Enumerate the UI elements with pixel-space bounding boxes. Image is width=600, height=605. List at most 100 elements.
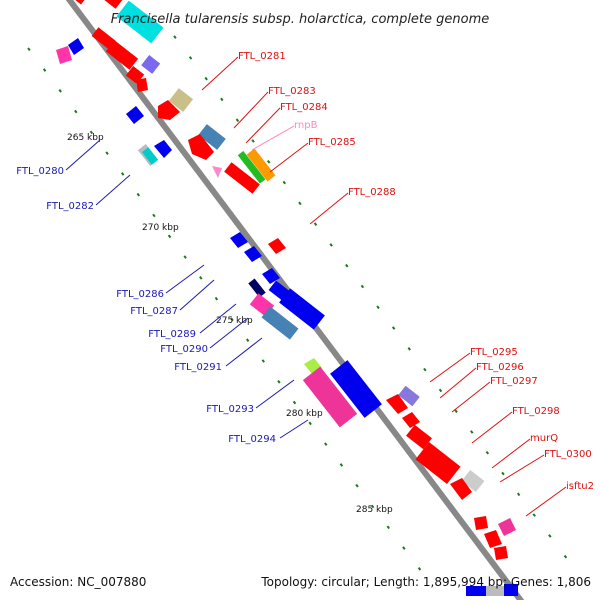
track-tick: [402, 546, 406, 550]
features: [56, 0, 518, 596]
track-tick: [324, 442, 328, 446]
gene-block[interactable]: [302, 366, 358, 428]
track-tick: [370, 504, 375, 509]
gene-block[interactable]: [105, 40, 139, 70]
track-tick: [214, 296, 219, 301]
gene-label[interactable]: FTL_0291: [174, 362, 222, 373]
track-tick: [230, 317, 234, 322]
track-tick: [167, 234, 172, 239]
gene-block[interactable]: [415, 442, 461, 484]
track-tick: [313, 222, 318, 226]
gene-label[interactable]: FTL_0297: [490, 376, 538, 387]
track-tick: [74, 109, 78, 114]
track-tick: [136, 192, 141, 197]
forward-leaders: [201, 56, 567, 517]
track-tick: [329, 243, 333, 247]
track-tick: [391, 326, 396, 330]
gene-label[interactable]: FTL_0290: [160, 344, 208, 355]
kbp-label: 265 kbp: [67, 133, 104, 143]
track-tick: [173, 35, 177, 39]
gene-label[interactable]: FTL_0294: [228, 434, 276, 445]
gene-block[interactable]: [406, 424, 432, 450]
track-tick: [355, 483, 359, 488]
track-tick: [220, 97, 224, 102]
kbp-label: 285 kbp: [356, 505, 393, 515]
gene-arrow[interactable]: [158, 100, 180, 120]
gene-block[interactable]: [504, 584, 518, 596]
track-tick: [563, 554, 568, 559]
gene-block[interactable]: [261, 306, 299, 340]
gene-arrow[interactable]: [244, 246, 262, 262]
track-tick: [376, 305, 380, 310]
gene-block[interactable]: [141, 147, 159, 165]
gene-label[interactable]: FTL_0298: [512, 406, 560, 417]
gene-label[interactable]: FTL_0280: [16, 166, 64, 177]
track-tick: [345, 263, 349, 268]
gene-arrow[interactable]: [450, 478, 472, 500]
kbp-label: 275 kbp: [216, 316, 253, 326]
gene-label[interactable]: isftu2: [566, 481, 594, 492]
gene-arrow[interactable]: [402, 412, 420, 428]
gene-label[interactable]: FTL_0289: [148, 329, 196, 340]
gene-arrow[interactable]: [154, 140, 172, 158]
gene-arrow[interactable]: [68, 38, 84, 55]
rna-block[interactable]: [212, 166, 222, 178]
gene-arrow[interactable]: [494, 546, 508, 560]
gene-label[interactable]: FTL_0287: [130, 306, 178, 317]
gene-block[interactable]: [56, 46, 72, 64]
map-title: Francisella tularensis subsp. holarctica…: [111, 12, 490, 27]
gene-block[interactable]: [168, 88, 194, 112]
gene-block[interactable]: [237, 150, 266, 184]
gene-label[interactable]: FTL_0285: [308, 137, 356, 148]
gene-block[interactable]: [224, 162, 260, 194]
gene-block[interactable]: [116, 0, 164, 44]
gene-block[interactable]: [91, 27, 116, 50]
gene-arrow[interactable]: [262, 268, 280, 284]
track-tick: [470, 430, 474, 434]
gene-block[interactable]: [498, 518, 516, 536]
gene-label[interactable]: FTL_0283: [268, 86, 316, 97]
gene-label[interactable]: FTL_0293: [206, 404, 254, 415]
track-tick: [152, 213, 156, 218]
gene-block[interactable]: [141, 54, 161, 74]
track-tick: [417, 567, 422, 571]
gene-arrow[interactable]: [268, 238, 286, 254]
track-tick: [298, 201, 302, 206]
track-tick: [423, 367, 427, 372]
gene-block[interactable]: [486, 586, 504, 596]
track-tick: [188, 56, 193, 60]
gene-label[interactable]: FTL_0295: [470, 347, 518, 358]
gene-label[interactable]: FTL_0286: [116, 289, 164, 300]
gene-label[interactable]: FTL_0282: [46, 201, 94, 212]
gene-arrow[interactable]: [188, 134, 214, 160]
gene-block[interactable]: [246, 148, 276, 182]
gene-block[interactable]: [198, 124, 226, 150]
gene-block[interactable]: [248, 278, 266, 298]
gene-arrow[interactable]: [126, 106, 144, 124]
gene-label[interactable]: FTL_0288: [348, 187, 396, 198]
gene-block[interactable]: [330, 360, 382, 418]
gene-arrow[interactable]: [474, 516, 488, 530]
gene-arrow[interactable]: [386, 394, 408, 414]
gene-label[interactable]: FTL_0284: [280, 102, 328, 113]
track-tick: [89, 130, 94, 135]
gene-label-rna[interactable]: rnpB: [294, 120, 318, 131]
gene-label[interactable]: FTL_0300: [544, 449, 592, 460]
gene-label[interactable]: FTL_0281: [238, 51, 286, 62]
reverse-gene-labels: FTL_0280 FTL_0282 FTL_0286 FTL_0287 FTL_…: [16, 166, 276, 445]
track-tick: [292, 400, 297, 405]
gene-arrow[interactable]: [484, 530, 502, 548]
gene-block[interactable]: [398, 385, 420, 407]
gene-block[interactable]: [279, 288, 325, 330]
track-tick: [120, 172, 125, 176]
gene-block[interactable]: [466, 586, 486, 596]
track-tick: [282, 180, 286, 185]
track-tick: [386, 525, 390, 530]
gene-block[interactable]: [95, 0, 123, 9]
gene-arrow[interactable]: [136, 78, 148, 92]
gene-label[interactable]: FTL_0296: [476, 362, 524, 373]
gene-label[interactable]: murQ: [530, 433, 558, 444]
gene-arrow[interactable]: [230, 232, 248, 248]
gene-block[interactable]: [461, 469, 485, 493]
